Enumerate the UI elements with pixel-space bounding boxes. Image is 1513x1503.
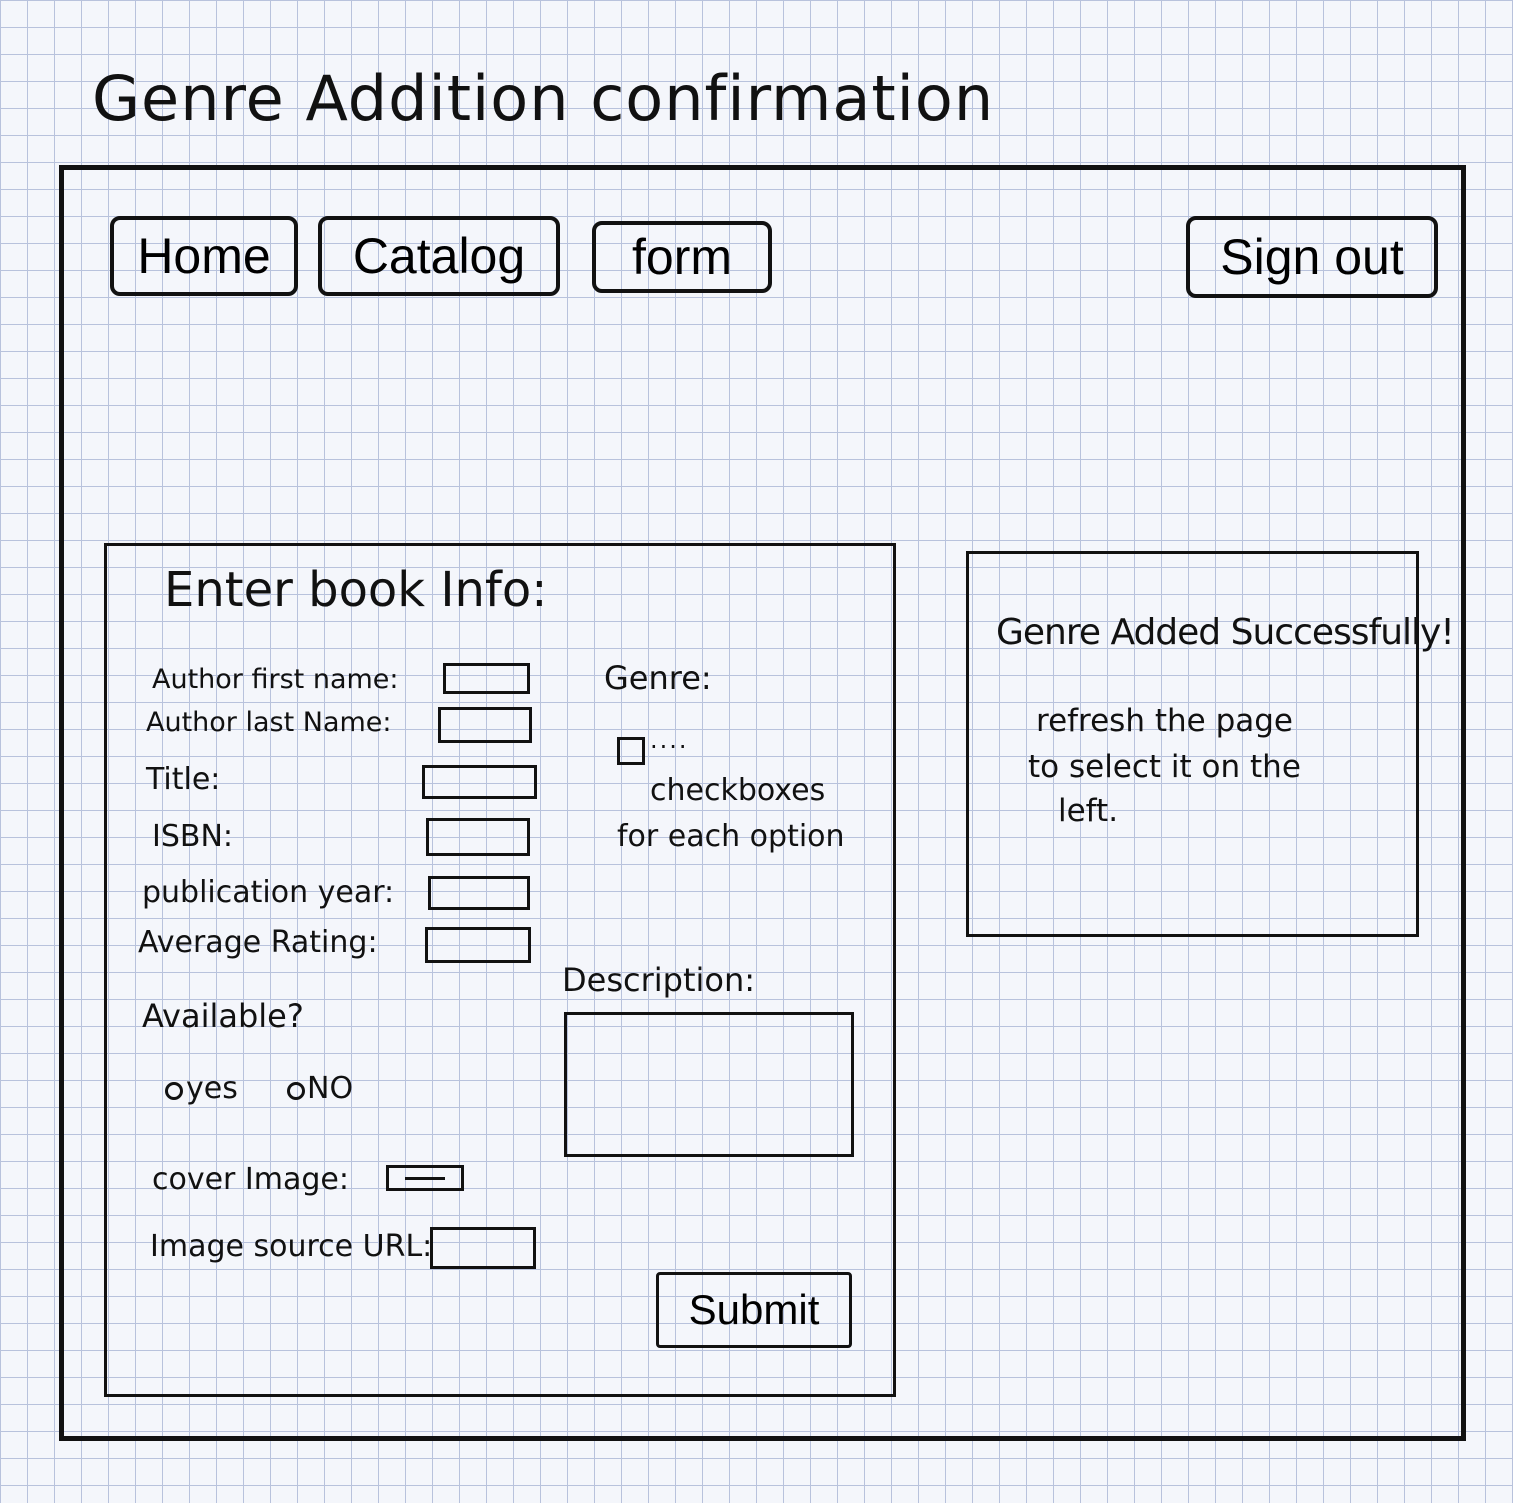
available-no-label: NO	[307, 1071, 354, 1106]
isbn-input[interactable]	[426, 818, 530, 856]
cover-image-file-input[interactable]	[386, 1165, 464, 1191]
available-yes-label: yes	[186, 1071, 238, 1106]
nav-catalog-button[interactable]: Catalog	[318, 216, 560, 296]
form-heading: Enter book Info:	[164, 562, 548, 618]
success-message-line3: left.	[1058, 793, 1119, 829]
genre-note-line1: checkboxes	[650, 773, 826, 808]
author-last-name-label: Author last Name:	[146, 707, 392, 738]
genre-label: Genre:	[604, 659, 712, 697]
app-window-frame	[59, 165, 1466, 1441]
publication-year-label: publication year:	[142, 875, 395, 910]
image-source-url-input[interactable]	[430, 1227, 536, 1269]
genre-checkbox[interactable]	[617, 737, 645, 765]
description-label: Description:	[562, 961, 756, 999]
title-input[interactable]	[422, 765, 537, 799]
available-no-radio[interactable]	[287, 1082, 305, 1100]
submit-button[interactable]: Submit	[656, 1272, 852, 1348]
author-last-name-input[interactable]	[438, 707, 532, 743]
file-bar-icon	[405, 1177, 445, 1180]
genre-ellipsis: ....	[650, 726, 689, 754]
publication-year-input[interactable]	[428, 876, 530, 910]
success-message-panel	[966, 551, 1419, 937]
success-message-title: Genre Added Successfully!	[996, 612, 1455, 653]
author-first-name-label: Author first name:	[152, 664, 399, 695]
title-label: Title:	[146, 762, 221, 797]
cover-image-label: cover Image:	[152, 1162, 349, 1197]
available-yes-radio[interactable]	[165, 1082, 183, 1100]
average-rating-input[interactable]	[425, 927, 531, 963]
sign-out-button[interactable]: Sign out	[1186, 216, 1438, 298]
isbn-label: ISBN:	[152, 819, 234, 854]
page-title: Genre Addition confirmation	[92, 62, 995, 135]
author-first-name-input[interactable]	[443, 663, 530, 694]
image-source-url-label: Image source URL:	[150, 1229, 433, 1264]
nav-form-button[interactable]: form	[592, 221, 772, 293]
average-rating-label: Average Rating:	[138, 925, 378, 960]
success-message-line2: to select it on the	[1028, 749, 1301, 785]
genre-note-line2: for each option	[617, 819, 845, 854]
book-form-panel	[104, 543, 896, 1397]
success-message-line1: refresh the page	[1036, 703, 1293, 739]
available-label: Available?	[142, 997, 304, 1035]
description-textarea[interactable]	[564, 1012, 854, 1157]
nav-home-button[interactable]: Home	[110, 216, 298, 296]
